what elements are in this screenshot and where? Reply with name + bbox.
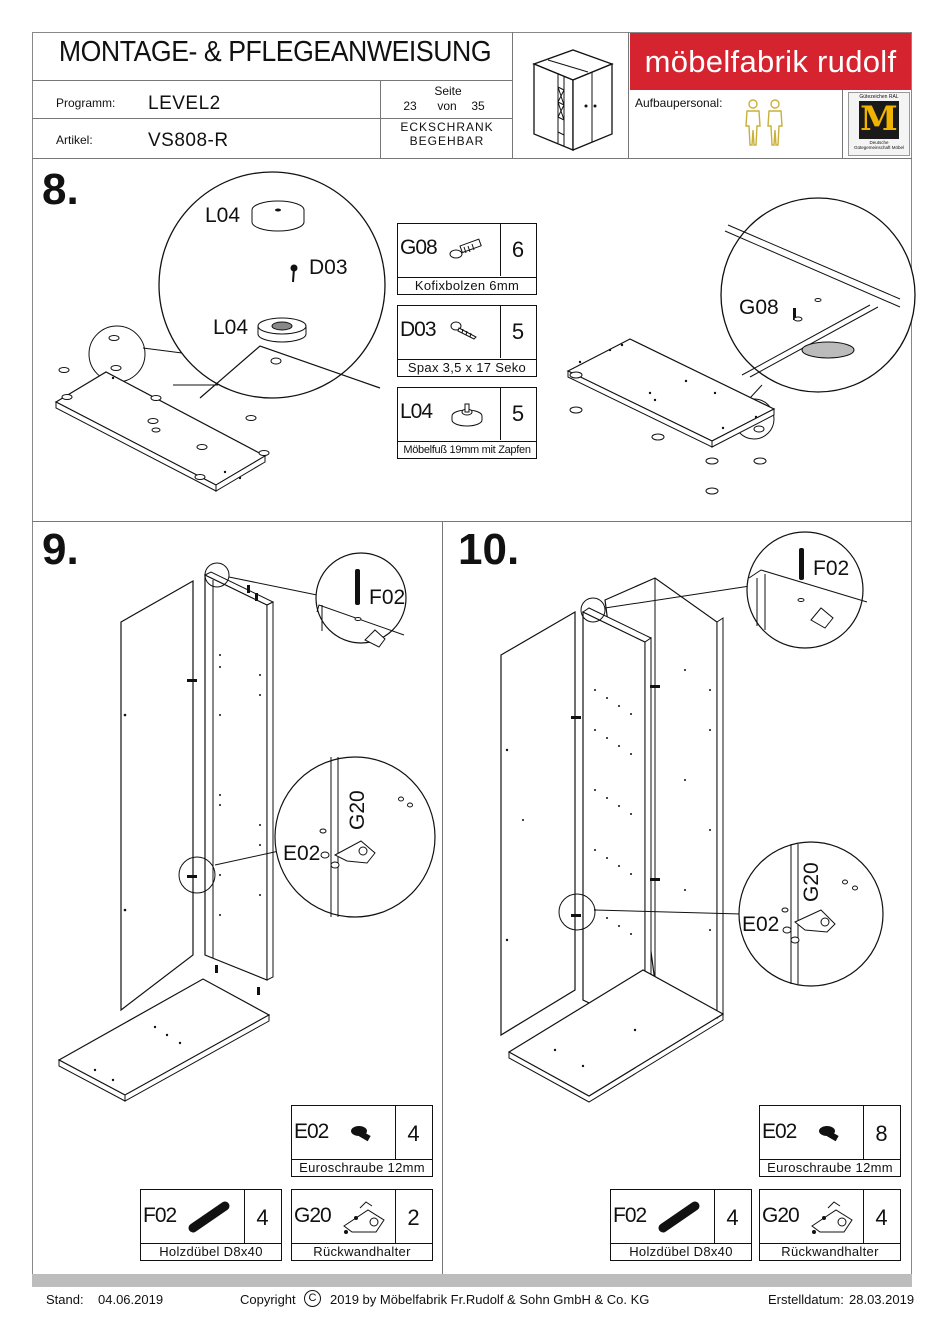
callout-g08: G08 [739,296,779,319]
part-desc: Kofixbolzen 6mm [398,277,536,294]
back-wall-holder-icon [811,1201,853,1234]
two-persons-icon [745,99,783,146]
screw-icon [450,321,477,340]
callout-d03: D03 [309,256,348,279]
part-qty: 4 [875,1205,888,1230]
step-9-number: 9. [42,525,79,574]
part-desc: Euroschraube 12mm [292,1159,432,1176]
part-code: D03 [400,318,437,341]
step-10-illustration [500,531,884,1103]
part-desc: Rückwandhalter [292,1243,432,1260]
step-9-illustration [57,552,436,1102]
part-box-e02-step9: E02 4 Euroschraube 12mm [291,1105,433,1177]
furniture-foot-icon [451,403,483,427]
part-desc: Holzdübel D8x40 [141,1243,281,1260]
programm-value: LEVEL2 [148,93,221,114]
callout-e02-step9: E02 [283,842,321,865]
stand-date: 04.06.2019 [98,1292,164,1307]
programm-label: Programm: [56,96,116,110]
part-qty: 8 [875,1121,888,1146]
copyright-text: 2019 by Möbelfabrik Fr.Rudolf & Sohn Gmb… [330,1292,650,1307]
part-desc: Rückwandhalter [760,1243,900,1260]
copyright-symbol: C [304,1290,321,1307]
part-code: L04 [400,400,433,423]
part-qty: 4 [256,1205,269,1230]
part-code: E02 [762,1120,797,1143]
copyright-label: Copyright [240,1292,296,1307]
part-desc: Spax 3,5 x 17 Seko [398,359,536,376]
part-box-d03: D03 5 Spax 3,5 x 17 Seko [397,305,537,377]
part-qty: 4 [726,1205,739,1230]
product-line-2: BEGEHBAR [409,134,485,148]
back-wall-holder-icon [343,1201,385,1234]
brand-logo: möbelfabrik rudolf [630,33,911,90]
step-8-number: 8. [42,165,79,214]
product-line-1: ECKSCHRANK [400,120,494,134]
callout-f02-step10: F02 [813,557,850,580]
part-box-f02-step10: F02 4 Holzdübel D8x40 [610,1189,752,1261]
part-desc: Euroschraube 12mm [760,1159,900,1176]
part-box-f02-step9: F02 4 Holzdübel D8x40 [140,1189,282,1261]
part-qty: 5 [511,401,525,426]
wood-dowel-icon [658,1201,700,1233]
aufbaupersonal-label: Aufbaupersonal: [635,96,723,110]
part-qty: 4 [407,1121,420,1146]
page-von: von [437,99,457,113]
part-desc: Möbelfuß 19mm mit Zapfen [398,441,536,458]
ral-seal-logo: Gütezeichen RAL M Deutsche Gütegemeinsch… [848,92,910,156]
part-qty: 6 [511,237,525,262]
part-code: G08 [400,236,438,259]
part-qty: 2 [407,1205,420,1230]
part-box-e02-step10: E02 8 Euroschraube 12mm [759,1105,901,1177]
part-box-g20-step9: G20 2 Rückwandhalter [291,1189,433,1261]
part-code: F02 [143,1204,177,1227]
kofix-bolt-icon [449,238,482,259]
callout-l04-top: L04 [205,204,241,227]
callout-g20-step10: G20 [800,862,823,902]
part-code: G20 [294,1204,332,1227]
part-qty: 5 [511,319,525,344]
stand-label: Stand: [46,1292,84,1307]
erstell-date: 28.03.2019 [849,1292,915,1307]
page-total: 35 [471,99,485,113]
page-current: 23 [403,99,417,113]
callout-f02-step9: F02 [369,586,406,609]
callout-g20-step9: G20 [346,790,369,830]
seite-label: Seite [434,84,462,98]
bottom-bar [32,1274,912,1287]
part-code: F02 [613,1204,647,1227]
cabinet-thumbnail [532,49,614,151]
step-10-number: 10. [458,525,520,574]
wood-dowel-icon [188,1201,230,1233]
step-8-left-illustration [54,171,386,492]
erstell-label: Erstelldatum: [768,1292,844,1307]
part-code: E02 [294,1120,329,1143]
callout-e02-step10: E02 [742,913,780,936]
part-box-g20-step10: G20 4 Rückwandhalter [759,1189,901,1261]
part-box-g08: G08 6 Kofixbolzen 6mm [397,223,537,295]
part-code: G20 [762,1204,800,1227]
callout-l04-bottom: L04 [213,316,249,339]
euro-screw-icon [819,1126,839,1142]
artikel-label: Artikel: [56,133,93,147]
part-desc: Holzdübel D8x40 [611,1243,751,1260]
artikel-value: VS808-R [148,130,229,151]
step-8-right-illustration [566,197,916,495]
part-box-l04: L04 5 Möbelfuß 19mm mit Zapfen [397,387,537,459]
euro-screw-icon [351,1126,371,1142]
document-title: MONTAGE- & PFLEGEANWEISUNG [58,36,492,68]
